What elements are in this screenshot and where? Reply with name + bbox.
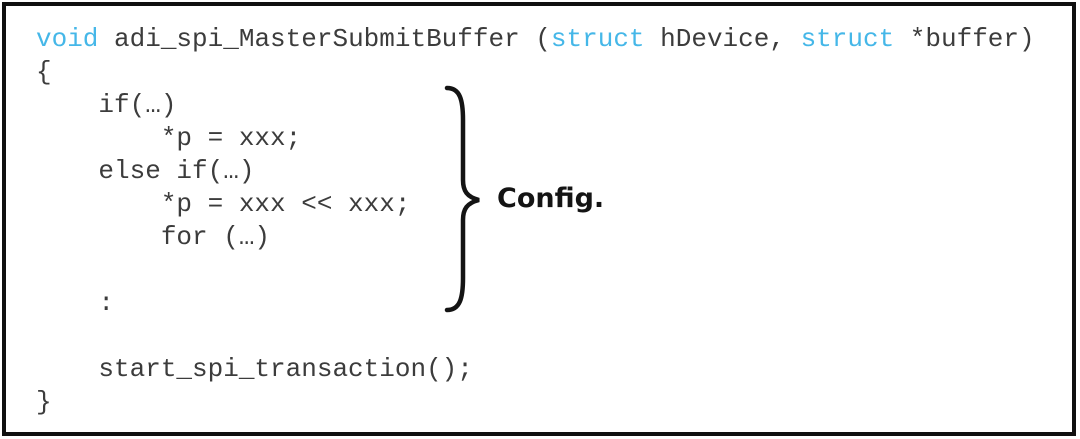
right-curly-brace-icon [444, 85, 480, 313]
code-line: for (…) [36, 221, 1035, 254]
code-token: *p = xxx << xxx; [36, 189, 411, 219]
config-annotation-label: Config. [497, 183, 605, 214]
code-token: adi_spi_MasterSubmitBuffer ( [98, 24, 551, 54]
code-token: else if(…) [36, 156, 255, 186]
code-token: *buffer) [894, 24, 1035, 54]
code-line [36, 320, 1035, 353]
code-block: void adi_spi_MasterSubmitBuffer (struct … [36, 23, 1035, 419]
code-line: { [36, 56, 1035, 89]
code-line: *p = xxx; [36, 122, 1035, 155]
code-line: *p = xxx << xxx; [36, 188, 1035, 221]
code-line: void adi_spi_MasterSubmitBuffer (struct … [36, 23, 1035, 56]
code-token: } [36, 387, 52, 417]
code-line: start_spi_transaction(); [36, 353, 1035, 386]
code-line: } [36, 386, 1035, 419]
code-token: start_spi_transaction(); [36, 354, 473, 384]
keyword-token: struct [800, 24, 895, 54]
keyword-token: void [36, 24, 99, 54]
code-line: else if(…) [36, 155, 1035, 188]
code-token: for (…) [36, 222, 271, 252]
code-token: hDevice, [644, 24, 801, 54]
code-line: : [36, 287, 1035, 320]
code-line: if(…) [36, 89, 1035, 122]
code-token: : [36, 288, 115, 318]
code-token: *p = xxx; [36, 123, 302, 153]
code-line [36, 254, 1035, 287]
code-token: if(…) [36, 90, 177, 120]
keyword-token: struct [550, 24, 645, 54]
code-token: { [36, 57, 52, 87]
